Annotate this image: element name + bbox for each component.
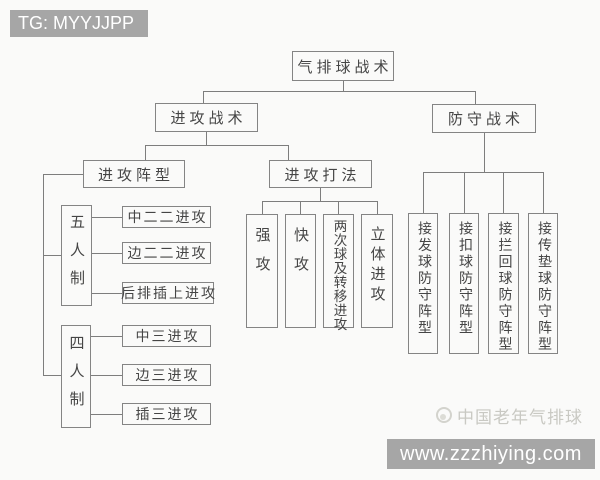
- connector-line: [377, 201, 378, 214]
- connector-line: [262, 201, 263, 214]
- connector-line: [43, 375, 61, 376]
- leaf-label: 强攻: [253, 227, 270, 285]
- node-center-3-attack: 中三进攻: [122, 325, 211, 347]
- tg-banner-text: TG: MYYJJPP: [18, 13, 135, 33]
- connector-line: [300, 201, 301, 214]
- connector-line: [484, 133, 485, 172]
- leaf-label: 接拦回球防守阵型: [496, 221, 512, 353]
- node-formation-label: 进攻阵型: [97, 167, 174, 184]
- connector-line: [203, 91, 204, 103]
- connector-line: [92, 293, 122, 294]
- connector-line: [43, 174, 44, 375]
- watermark: 中国老年气排球: [436, 404, 583, 427]
- watermark-logo-icon: [436, 407, 452, 423]
- node-back-row-attack: 后排插上进攻: [121, 282, 217, 304]
- connector-line: [543, 172, 544, 213]
- url-banner: www.zzzhiying.com: [387, 439, 595, 469]
- node-formation: 进攻阵型: [83, 160, 185, 188]
- node-three-dimensional-attack: 立体进攻: [361, 214, 393, 328]
- connector-line: [423, 172, 543, 173]
- connector-line: [343, 81, 344, 91]
- node-spike-receive-defense: 接扣球防守阵型: [449, 213, 479, 354]
- leaf-label: 接传垫球防守阵型: [536, 221, 551, 353]
- node-insert-3-attack: 插三进攻: [122, 403, 211, 425]
- connector-line: [206, 132, 207, 145]
- node-second-ball-transfer-attack: 两次球及转移进攻: [323, 214, 354, 331]
- node-methods-label: 进攻打法: [284, 167, 361, 184]
- leaf-label: 立体进攻: [368, 226, 385, 306]
- tg-banner: TG: MYYJJPP: [10, 10, 148, 37]
- connector-line: [423, 172, 424, 213]
- connector-line: [203, 91, 476, 92]
- connector-line: [91, 336, 122, 337]
- leaf-label: 中三进攻: [135, 330, 200, 345]
- url-banner-text: www.zzzhiying.com: [400, 442, 582, 465]
- node-side-2-2-attack: 边二二进攻: [122, 242, 211, 264]
- connector-line: [43, 255, 61, 256]
- connector-line: [338, 201, 339, 214]
- node-block-rebound-defense: 接拦回球防守阵型: [488, 213, 519, 354]
- node-offense-label: 进攻战术: [170, 111, 247, 127]
- node-side-3-attack: 边三进攻: [122, 364, 211, 386]
- connector-line: [464, 172, 465, 213]
- leaf-label: 接扣球防守阵型: [457, 221, 472, 337]
- leaf-label: 两次球及转移进攻: [331, 219, 347, 331]
- connector-line: [288, 145, 289, 160]
- node-four-player: 四人制: [61, 325, 91, 428]
- leaf-label: 边二二进攻: [127, 247, 208, 262]
- node-defense-label: 防守战术: [447, 112, 524, 128]
- connector-line: [262, 201, 377, 202]
- node-five-player: 五人制: [61, 205, 92, 306]
- connector-line: [503, 172, 504, 213]
- node-offense: 进攻战术: [155, 103, 258, 132]
- connector-line: [91, 414, 122, 415]
- connector-line: [145, 145, 288, 146]
- leaf-label: 边三进攻: [135, 369, 200, 384]
- connector-line: [475, 91, 476, 104]
- node-center-2-2-attack: 中二二进攻: [122, 206, 211, 228]
- node-four-player-label: 四人制: [67, 334, 84, 419]
- node-pass-dig-defense: 接传垫球防守阵型: [528, 213, 558, 354]
- node-power-attack: 强攻: [246, 214, 278, 328]
- node-five-player-label: 五人制: [68, 213, 84, 298]
- node-defense: 防守战术: [432, 104, 536, 133]
- node-quick-attack: 快攻: [285, 214, 316, 328]
- leaf-label: 快攻: [292, 227, 308, 285]
- leaf-label: 接发球防守阵型: [416, 221, 431, 337]
- leaf-label: 后排插上进攻: [121, 287, 217, 302]
- node-root-label: 气排球战术: [297, 59, 393, 76]
- connector-line: [43, 174, 83, 175]
- leaf-label: 中二二进攻: [127, 211, 208, 226]
- connector-line: [92, 253, 122, 254]
- node-serve-receive-defense: 接发球防守阵型: [408, 213, 438, 354]
- node-root: 气排球战术: [292, 51, 394, 81]
- connector-line: [145, 145, 146, 160]
- watermark-text: 中国老年气排球: [457, 407, 583, 427]
- connector-line: [320, 188, 321, 201]
- connector-line: [92, 217, 122, 218]
- node-methods: 进攻打法: [269, 160, 372, 188]
- leaf-label: 插三进攻: [135, 408, 200, 423]
- connector-line: [91, 375, 122, 376]
